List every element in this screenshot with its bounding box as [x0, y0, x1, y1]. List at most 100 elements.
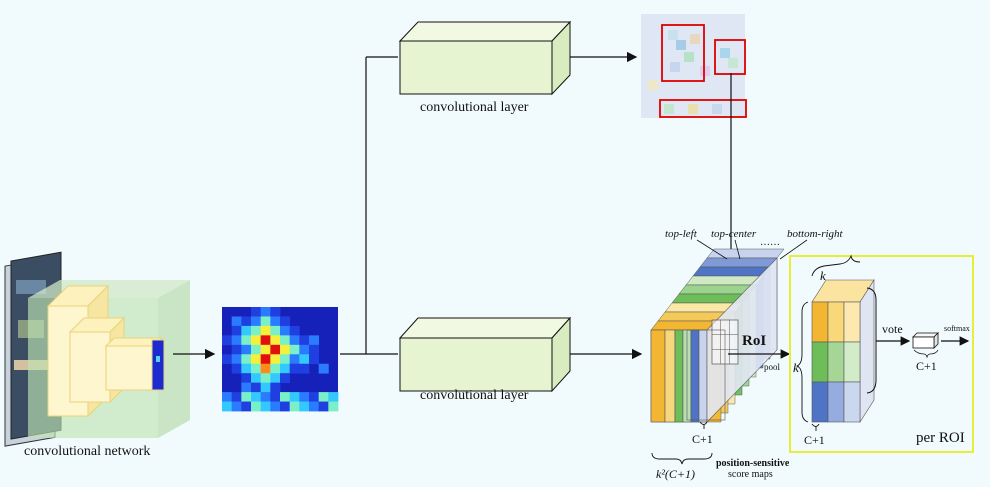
roi-label: RoI: [742, 333, 766, 349]
rpn-cell: [684, 52, 694, 62]
heatmap-cell: [270, 373, 281, 384]
pointer-top-left: [696, 239, 728, 260]
rpn-cell: [690, 34, 700, 44]
heatmap-cell: [270, 307, 281, 317]
ellipsis-label: ……: [760, 237, 780, 248]
heatmap-cell: [251, 344, 262, 355]
heatmap-cell: [280, 344, 291, 355]
k2-brace: [651, 452, 713, 465]
heatmap-cell: [299, 344, 310, 355]
kgrid-cell: [827, 301, 845, 343]
conv-layer-bottom-block: convolutional layer: [398, 316, 572, 403]
heatmap-cell: [251, 325, 262, 336]
kgrid-side: [859, 278, 875, 424]
top-left-label: top-left: [665, 228, 698, 240]
heatmap-cell: [260, 335, 271, 346]
k-left-label: k: [793, 360, 799, 375]
heatmap-cell: [299, 363, 310, 374]
heatmap-cell: [241, 363, 252, 374]
heatmap-cell: [309, 335, 320, 346]
heatmap-cell: [270, 344, 281, 355]
pointer-top-center: [734, 239, 741, 260]
conv-layer-top-label: convolutional layer: [420, 100, 529, 115]
heatmap-cell: [289, 363, 300, 374]
roi-box-2: [714, 39, 746, 75]
heatmap-cell: [280, 392, 291, 402]
kgrid-cell: [843, 381, 861, 423]
softmax-label: softmax: [944, 324, 970, 333]
heatmap-cell: [289, 335, 300, 346]
score-side-face: [706, 257, 778, 423]
heatmap-cell: [251, 382, 262, 393]
kgrid-cell: [843, 301, 861, 343]
heatmap-cell: [251, 401, 262, 412]
heatmap-cell: [318, 363, 329, 374]
heatmap-cell: [270, 401, 281, 412]
c1-small-brace: [913, 349, 939, 359]
conv-layer-top-block: convolutional layer: [398, 20, 572, 115]
heatmap-cell: [251, 392, 262, 402]
conv-network-block: convolutional network: [24, 280, 190, 459]
heatmap-cell: [222, 401, 233, 412]
heatmap-cell: [299, 354, 310, 365]
conv-layer-bottom-label: convolutional layer: [420, 388, 529, 403]
heatmap-cell: [260, 344, 271, 355]
heatmap-cell: [260, 382, 271, 393]
heatmap-cell: [241, 354, 252, 365]
heatmap-cell: [231, 335, 242, 346]
heatmap-cell: [299, 335, 310, 346]
heatmap-cell: [251, 354, 262, 365]
per-roi-frame: [789, 255, 974, 453]
heatmap-cell: [251, 316, 262, 327]
c1-left-label: C+1: [692, 432, 713, 446]
k-top-label: k: [820, 268, 826, 283]
heatmap-cell: [241, 382, 252, 393]
rpn-cell: [676, 40, 686, 50]
rpn-cell: [712, 104, 722, 114]
heatmap-cell: [251, 373, 262, 384]
score-front-blue: [690, 329, 700, 423]
kgrid-cell: [811, 301, 829, 343]
heatmap-cell: [270, 382, 281, 393]
ps-label-line2: score maps: [728, 469, 773, 480]
heatmap-cell: [299, 401, 310, 412]
rpn-cell: [648, 80, 658, 90]
heatmap-cell: [309, 344, 320, 355]
c1-brace-left: [699, 421, 708, 425]
k-top-brace: [811, 254, 861, 277]
rpn-cell: [668, 30, 678, 40]
kgrid-cell: [827, 341, 845, 383]
per-roi-label: per ROI: [916, 430, 965, 446]
heatmap-cell: [260, 307, 271, 317]
c1-brace-right: [811, 423, 820, 427]
heatmap-cell: [309, 354, 320, 365]
feature-heatmap: [222, 307, 339, 412]
heatmap-cell: [231, 392, 242, 402]
heatmap-cell: [222, 392, 233, 402]
heatmap-cell: [270, 392, 281, 402]
top-center-label: top-center: [711, 228, 757, 240]
branch-connector: [340, 56, 398, 355]
ps-label-line1: position-sensitive: [716, 458, 790, 469]
rpn-cell: [720, 48, 730, 58]
heatmap-cell: [328, 392, 339, 402]
vote-label: vote: [882, 322, 903, 336]
roi-box-1: [661, 24, 705, 82]
heatmap-cell: [241, 401, 252, 412]
heatmap-cell: [251, 335, 262, 346]
heatmap-cell: [309, 392, 320, 402]
heatmap-cell: [260, 363, 271, 374]
score-front-yellow: [650, 329, 666, 423]
heatmap-cell: [222, 335, 233, 346]
rpn-cell: [700, 66, 710, 76]
vote-bracket: [866, 287, 877, 394]
score-front-yellow-light: [664, 329, 676, 423]
k2-label: k²(C+1): [656, 467, 695, 481]
roi-box-3: [659, 99, 747, 118]
heatmap-cell: [270, 363, 281, 374]
heatmap-cell: [289, 344, 300, 355]
heatmap-cell: [328, 401, 339, 412]
score-map-top: [692, 266, 771, 277]
heatmap-cell: [280, 401, 291, 412]
